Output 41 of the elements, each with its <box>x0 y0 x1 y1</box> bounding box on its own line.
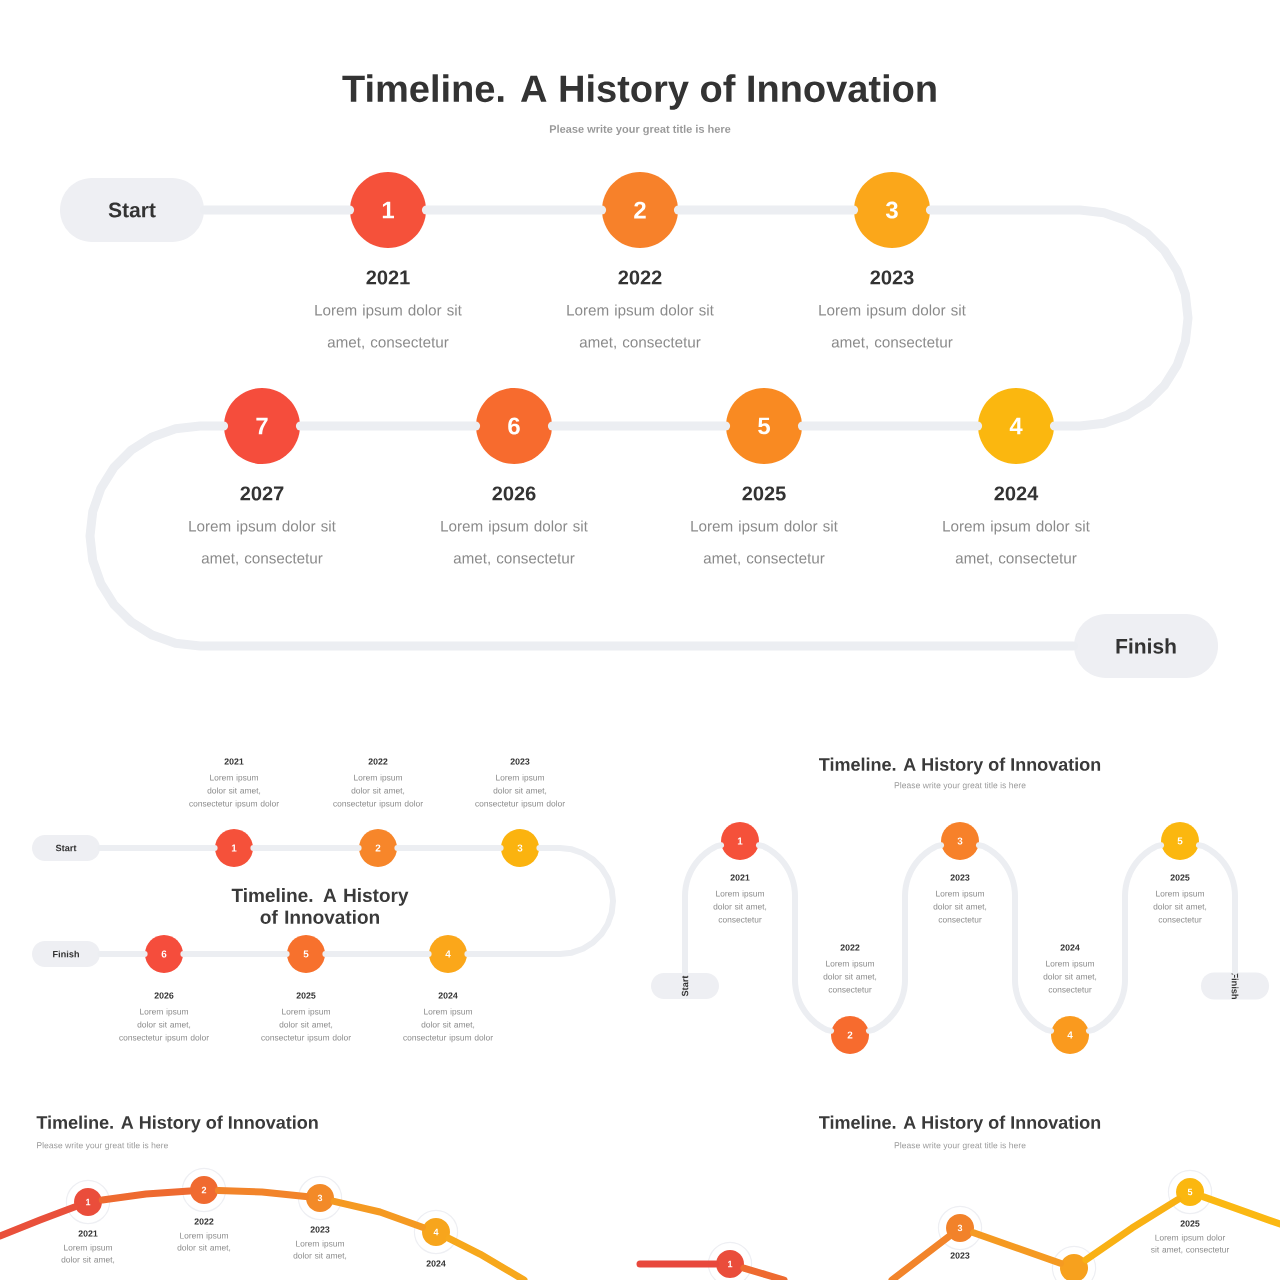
track-line <box>295 421 481 431</box>
track-line <box>682 842 725 976</box>
track-line <box>797 421 983 431</box>
track-line <box>740 1264 788 1280</box>
track-line <box>464 845 616 957</box>
track-line <box>1195 842 1238 976</box>
track-line <box>0 1203 78 1240</box>
track-line <box>1085 842 1165 1034</box>
track-line <box>970 1229 1064 1267</box>
track-line <box>755 842 835 1034</box>
title: Timeline. A History of Innovation <box>819 1115 1101 1133</box>
track-line <box>199 205 355 215</box>
year-label: 2024 <box>994 486 1039 501</box>
track-line <box>98 1187 194 1204</box>
track-line <box>85 421 1079 651</box>
track-line <box>636 1260 720 1268</box>
title: Timeline. A History of Innovation <box>36 1115 318 1133</box>
track-line <box>421 205 607 215</box>
year-label: 2027 <box>240 486 284 501</box>
terminal-pill: Finish <box>1074 614 1218 678</box>
track-line <box>1200 1193 1280 1228</box>
track-line <box>925 205 1193 431</box>
track-line <box>673 205 859 215</box>
track-line <box>214 1187 310 1201</box>
year-label: 2021 <box>366 270 410 285</box>
year-label: 2022 <box>618 270 662 285</box>
track-line <box>975 842 1055 1034</box>
track-line <box>445 1234 528 1280</box>
title: Timeline. A History of Innovation <box>231 888 409 924</box>
title: Timeline. A History of Innovation <box>342 74 936 110</box>
year-label: 2025 <box>742 486 786 501</box>
terminal-pill: Start <box>60 178 204 242</box>
track-line <box>888 1233 953 1280</box>
step-circle <box>1051 1245 1097 1280</box>
year-label: 2026 <box>492 486 536 501</box>
track-line <box>1082 1196 1182 1264</box>
track-line <box>547 421 731 431</box>
track-line <box>330 1197 426 1231</box>
track-line <box>865 842 945 1034</box>
title: Timeline. A History of Innovation <box>819 757 1101 775</box>
year-label: 2023 <box>870 270 914 285</box>
